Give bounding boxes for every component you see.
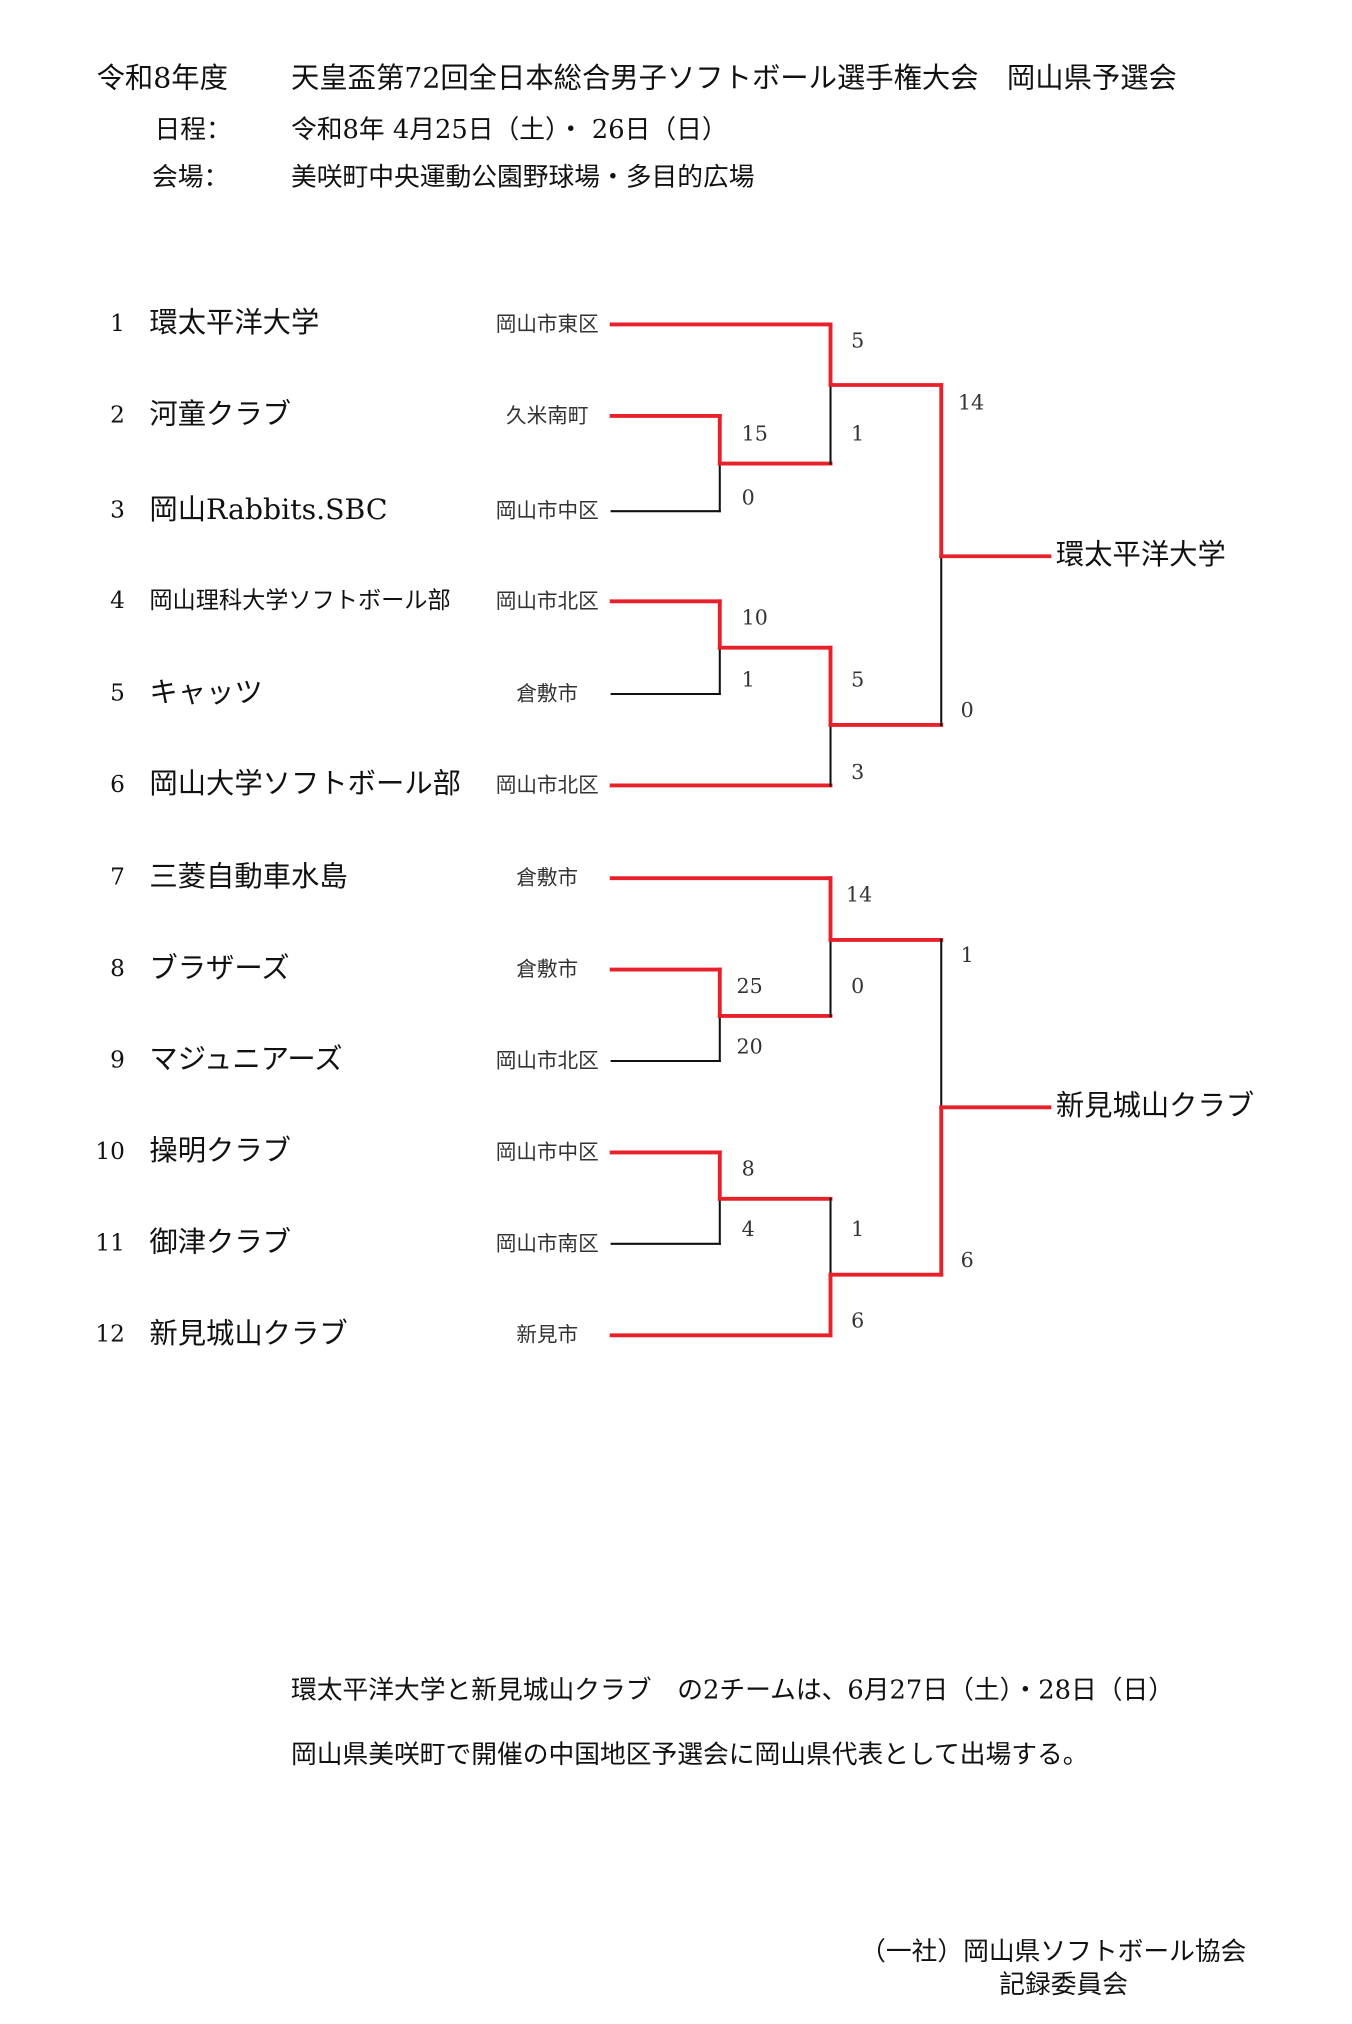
match-score: 0: [851, 973, 865, 998]
team-name: 新見城山クラブ: [149, 1318, 348, 1351]
match-score: 1: [851, 1216, 865, 1242]
schedule-value: 令和8年 4月25日（土）・ 26日（日）: [291, 113, 728, 145]
venue-value: 美咲町中央運動公園野球場・多目的広場: [291, 160, 755, 192]
match-score: 0: [741, 485, 755, 510]
team-location: 岡山市東区: [495, 311, 599, 337]
team-name: マジュニアーズ: [149, 1044, 343, 1077]
team-name: 環太平洋大学: [149, 307, 320, 340]
winner-bottom: 新見城山クラブ: [1055, 1090, 1255, 1123]
match-score: 1: [741, 666, 755, 692]
match-score: 6: [960, 1247, 974, 1273]
team-location: 岡山市北区: [495, 1048, 599, 1073]
team-location: 岡山市南区: [495, 1230, 599, 1256]
team-name: 岡山Rabbits.SBC: [149, 494, 388, 527]
team-name: ブラザーズ: [149, 952, 290, 986]
team-name: 御津クラブ: [149, 1227, 292, 1260]
footer-committee: 記録委員会: [999, 1968, 1128, 2000]
team-seed: 9: [110, 1046, 125, 1074]
team-name: 河童クラブ: [149, 399, 292, 432]
match-score: 5: [851, 666, 865, 692]
match-score: 5: [851, 328, 865, 353]
team-location: 倉敷市: [516, 956, 579, 982]
match-score: 25: [736, 973, 763, 998]
team-seed: 5: [110, 679, 125, 707]
team-location: 岡山市北区: [495, 588, 599, 613]
match-score: 0: [960, 697, 974, 723]
footer-line-1: 環太平洋大学と新見城山クラブ の2チームは、6月27日（土）・28日（日）: [291, 1673, 1174, 1705]
team-seed: 12: [95, 1321, 125, 1349]
match-score: 15: [741, 421, 768, 446]
match-score: 4: [741, 1216, 755, 1242]
team-name: 操明クラブ: [149, 1135, 292, 1168]
team-seed: 10: [95, 1138, 125, 1166]
footer-org: （一社）岡山県ソフトボール協会: [860, 1935, 1247, 1967]
team-location: 倉敷市: [516, 681, 579, 706]
team-location: 岡山市中区: [495, 498, 599, 523]
team-name: 岡山理科大学ソフトボール部: [149, 587, 451, 615]
team-seed: 3: [110, 497, 125, 525]
match-score: 14: [845, 882, 873, 907]
team-seed: 6: [110, 771, 125, 799]
team-seed: 2: [110, 401, 125, 429]
team-location: 倉敷市: [516, 865, 579, 890]
team-seed: 4: [110, 587, 125, 615]
footer-line-2: 岡山県美咲町で開催の中国地区予選会に岡山県代表として出場する。: [291, 1738, 1089, 1770]
team-location: 岡山市中区: [495, 1139, 599, 1165]
year-label: 令和8年度: [96, 63, 228, 96]
venue-label: 会場：: [151, 160, 230, 192]
team-seed: 11: [95, 1229, 125, 1257]
team-location: 久米南町: [506, 403, 589, 428]
team-seed: 7: [110, 863, 125, 892]
tournament-title: 天皇盃第72回全日本総合男子ソフトボール選手権大会 岡山県予選会: [291, 63, 1177, 96]
team-name: キャッツ: [149, 677, 263, 710]
match-score: 20: [736, 1033, 763, 1059]
match-score: 8: [741, 1156, 755, 1181]
match-score: 1: [960, 942, 974, 968]
team-seed: 8: [110, 955, 125, 983]
winner-top: 環太平洋大学: [1055, 539, 1226, 572]
match-score: 3: [851, 759, 865, 785]
match-score: 1: [851, 421, 865, 446]
team-name: 三菱自動車水島: [149, 861, 348, 894]
match-score: 10: [741, 605, 768, 630]
team-location: 新見市: [516, 1322, 579, 1347]
team-location: 岡山市北区: [495, 772, 599, 798]
team-seed: 1: [110, 310, 125, 338]
team-name: 岡山大学ソフトボール部: [149, 768, 461, 801]
match-score: 6: [851, 1308, 865, 1333]
match-score: 14: [957, 390, 985, 415]
schedule-label: 日程：: [154, 113, 232, 145]
